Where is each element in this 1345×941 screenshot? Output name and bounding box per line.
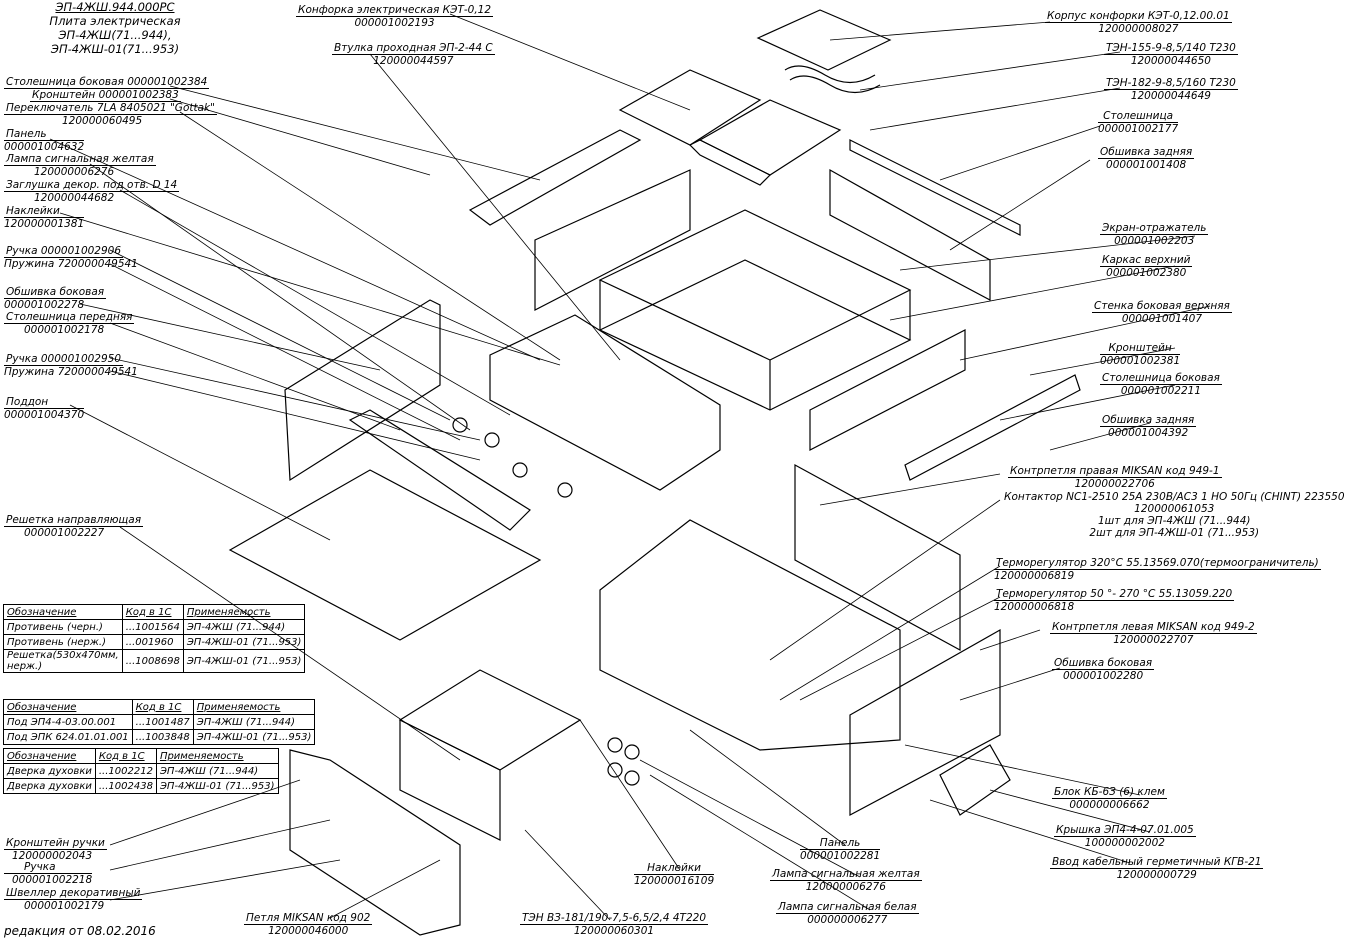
side-panel-upper-left: [534, 169, 691, 311]
side-cladding-right: [849, 628, 1001, 816]
callout-termoregulyator320: Терморегулятор 320°С 55.13569.070(термоо…: [994, 557, 1321, 582]
callout-ruchka2: Ручка 000001002950: [4, 353, 124, 366]
oven-body: [599, 519, 901, 751]
drawing-number: ЭП-4ЖШ.944.000РС: [55, 0, 175, 14]
hob-plate-right: [698, 99, 842, 176]
drawing-title: Плита электрическая: [49, 14, 181, 28]
hob-burner-housing: [756, 9, 892, 71]
side-tabletop-right-lower: [904, 374, 1081, 481]
revision-note: редакция от 08.02.2016: [4, 924, 156, 938]
side-tabletop-right: [849, 139, 1021, 236]
callout-ruchka1: Ручка 000001002906: [4, 245, 124, 258]
hob-plate-left: [618, 69, 762, 146]
control-panel: [489, 314, 721, 491]
callout-stoleshnitsa-bokovaya-left: Столешница боковая 000001002384: [4, 76, 210, 89]
side-wall-upper-right: [809, 329, 966, 451]
front-tabletop: [348, 409, 531, 531]
callout-kontaktor: Контактор NC1-2510 25А 230В/АС3 1 НО 50Г…: [1004, 491, 1345, 539]
side-tabletop-left: [468, 129, 642, 226]
callout-kronshtein-left: Кронштейн 000001002383: [30, 89, 181, 102]
hob-plate-back: [688, 139, 772, 186]
oven-door: [289, 749, 461, 936]
upper-frame-base: [598, 259, 912, 411]
side-cladding-left: [284, 299, 441, 482]
oven-box: [399, 719, 501, 841]
callout-pereklyuchatel: Переключатель 7LA 8405021 "Gottak"120000…: [4, 102, 217, 127]
back-panel-upper: [829, 168, 991, 301]
terminal-cover: [939, 744, 1011, 816]
callout-pruzhina2: Пружина 720000049541: [4, 366, 138, 378]
back-cladding-lower: [794, 463, 961, 652]
drawing-models: ЭП-4ЖШ(71...944), ЭП-4ЖШ-01(71...953): [50, 28, 180, 56]
drawing-header: ЭП-4ЖШ.944.000РС Плита электрическая ЭП-…: [0, 0, 230, 56]
hob-heating-element: [784, 65, 881, 94]
callout-termoregulyator50: Терморегулятор 50 °- 270 °С 55.13059.220…: [994, 588, 1235, 613]
oven-tray: [228, 469, 542, 641]
exploded-view-drawing: [49, 9, 1211, 936]
callout-pruzhina1: Пружина 720000049541: [4, 258, 138, 270]
oven-rack: [398, 669, 582, 771]
